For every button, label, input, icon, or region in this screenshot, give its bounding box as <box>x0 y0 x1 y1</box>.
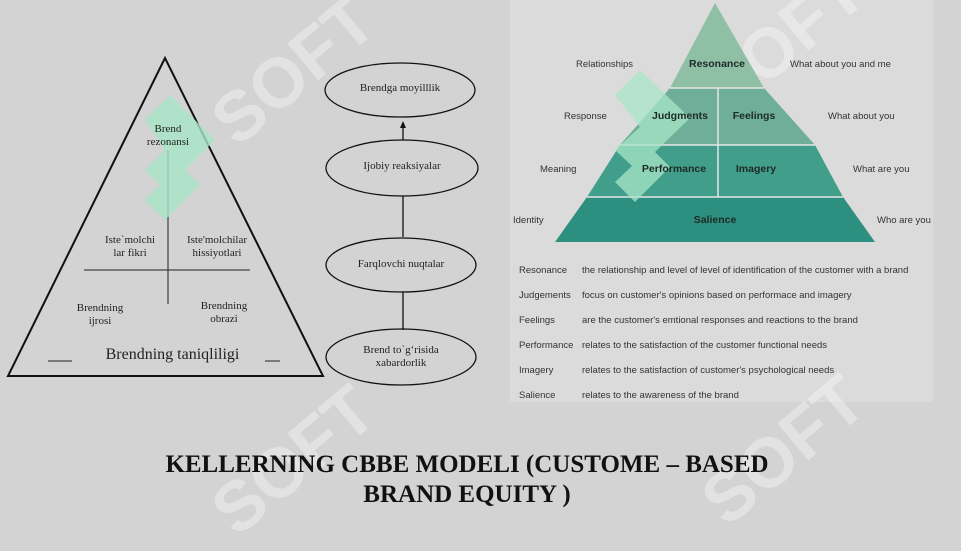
logo-watermark <box>145 95 215 220</box>
resonance-label: Resonance <box>688 58 746 70</box>
side-label: What about you and me <box>790 59 891 70</box>
performance-label: Performance <box>641 163 707 175</box>
side-label: Who are you <box>877 215 931 226</box>
judgments-label: Judgments <box>651 110 708 122</box>
imagery-label: Imagery <box>735 163 777 175</box>
level-salience <box>555 197 875 242</box>
feelings-label: Feelings <box>732 110 776 122</box>
side-label: Identity <box>513 215 544 226</box>
level-resonance <box>670 3 764 88</box>
arrow-up-icon <box>400 121 406 128</box>
side-label: Meaning <box>540 164 577 175</box>
flow-step: Farqlovchi nuqtalar <box>357 258 445 270</box>
flow-ellipses <box>324 62 479 386</box>
side-label: What about you <box>828 111 895 122</box>
side-label: Response <box>564 111 607 122</box>
logo-watermark <box>615 70 690 202</box>
side-label: What are you <box>853 164 910 175</box>
pyramid-base-label: Brendning taniqliligi <box>105 346 240 363</box>
left-pyramid-lines <box>6 55 479 386</box>
cbbe-pyramid <box>555 3 875 242</box>
flow-step: Ijobiy reaksiyalar <box>363 160 441 172</box>
side-label: Relationships <box>576 59 634 70</box>
flow-step: Brendga moyilllik <box>359 82 441 94</box>
salience-label: Salience <box>693 214 737 226</box>
